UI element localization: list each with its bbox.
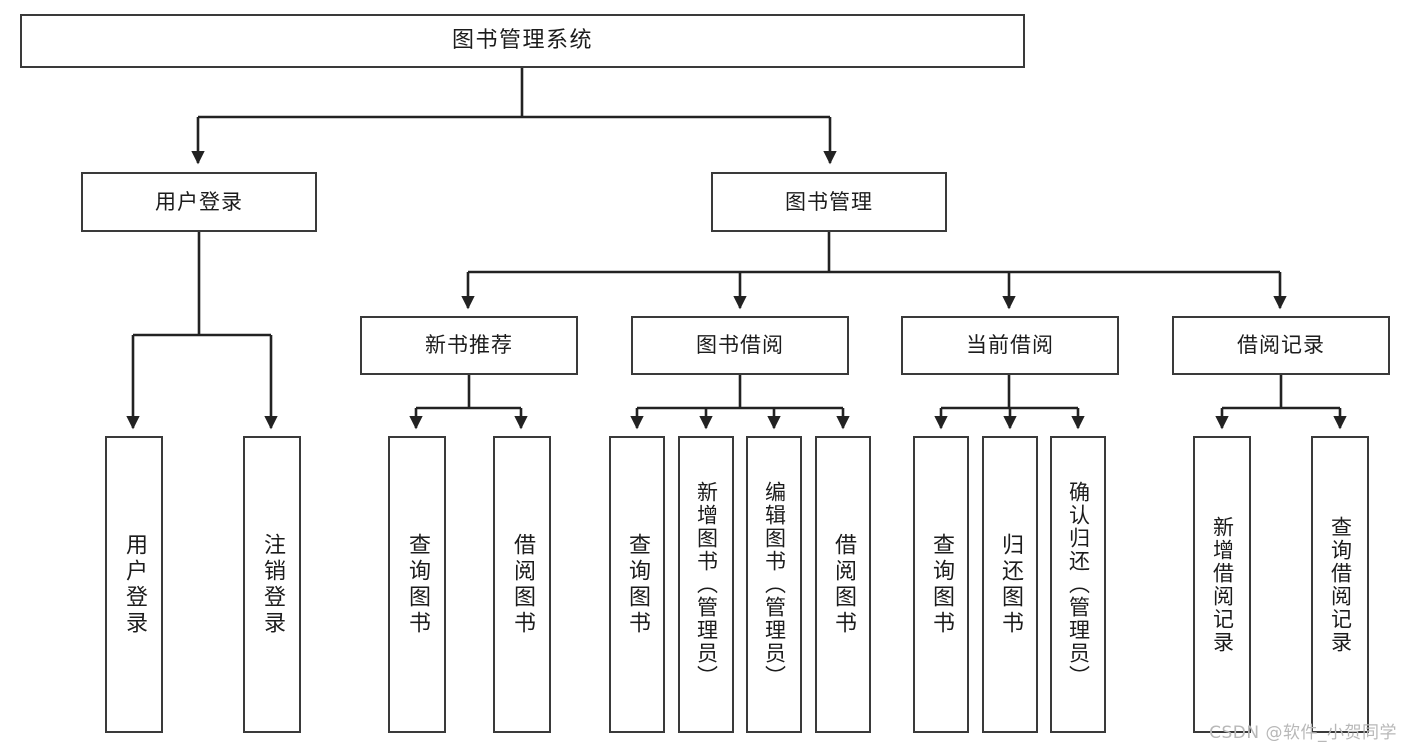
watermark-text: CSDN @软件_小贺同学 (1209, 723, 1397, 743)
node-borrow-record[interactable]: 借阅记录 (1172, 316, 1390, 375)
node-leaf-user-login-signin[interactable]: 用户登录 (105, 436, 163, 733)
node-leaf-current-confirm-return[interactable]: 确认归还（管理员） (1050, 436, 1106, 733)
node-leaf-current-return-book[interactable]: 归还图书 (982, 436, 1038, 733)
node-leaf-new-book-borrow-label: 借阅图书 (510, 532, 535, 637)
node-user-login-label: 用户登录 (155, 189, 243, 214)
node-leaf-current-query-book[interactable]: 查询图书 (913, 436, 969, 733)
node-leaf-record-add[interactable]: 新增借阅记录 (1193, 436, 1251, 733)
node-leaf-current-confirm-return-label: 确认归还（管理员） (1066, 481, 1091, 688)
node-book-borrow-label: 图书借阅 (696, 333, 784, 358)
node-user-login[interactable]: 用户登录 (81, 172, 317, 232)
node-new-book-recommend-label: 新书推荐 (425, 333, 513, 358)
node-leaf-borrow-borrow-book-label: 借阅图书 (831, 532, 856, 637)
node-leaf-user-login-signout[interactable]: 注销登录 (243, 436, 301, 733)
node-leaf-borrow-add-book-label: 新增图书（管理员） (694, 481, 719, 688)
node-current-borrow[interactable]: 当前借阅 (901, 316, 1119, 375)
node-root-system-label: 图书管理系统 (451, 28, 593, 54)
node-leaf-borrow-edit-book-label: 编辑图书（管理员） (762, 481, 787, 688)
node-leaf-borrow-edit-book[interactable]: 编辑图书（管理员） (746, 436, 802, 733)
node-borrow-record-label: 借阅记录 (1237, 333, 1325, 358)
node-leaf-new-book-query-label: 查询图书 (405, 532, 430, 637)
node-current-borrow-label: 当前借阅 (966, 333, 1054, 358)
node-book-management-label: 图书管理 (785, 189, 873, 214)
node-book-borrow[interactable]: 图书借阅 (631, 316, 849, 375)
node-leaf-new-book-borrow[interactable]: 借阅图书 (493, 436, 551, 733)
node-leaf-current-query-book-label: 查询图书 (929, 532, 954, 637)
node-leaf-borrow-borrow-book[interactable]: 借阅图书 (815, 436, 871, 733)
node-leaf-borrow-add-book[interactable]: 新增图书（管理员） (678, 436, 734, 733)
node-leaf-user-login-signin-label: 用户登录 (122, 532, 147, 637)
node-leaf-record-add-label: 新增借阅记录 (1210, 515, 1235, 654)
node-root-system[interactable]: 图书管理系统 (20, 14, 1025, 68)
node-leaf-user-login-signout-label: 注销登录 (260, 532, 285, 637)
node-leaf-record-query[interactable]: 查询借阅记录 (1311, 436, 1369, 733)
node-new-book-recommend[interactable]: 新书推荐 (360, 316, 578, 375)
node-book-management[interactable]: 图书管理 (711, 172, 947, 232)
node-leaf-borrow-query-book[interactable]: 查询图书 (609, 436, 665, 733)
node-leaf-new-book-query[interactable]: 查询图书 (388, 436, 446, 733)
node-leaf-borrow-query-book-label: 查询图书 (625, 532, 650, 637)
node-leaf-record-query-label: 查询借阅记录 (1328, 515, 1353, 654)
node-leaf-current-return-book-label: 归还图书 (998, 532, 1023, 637)
